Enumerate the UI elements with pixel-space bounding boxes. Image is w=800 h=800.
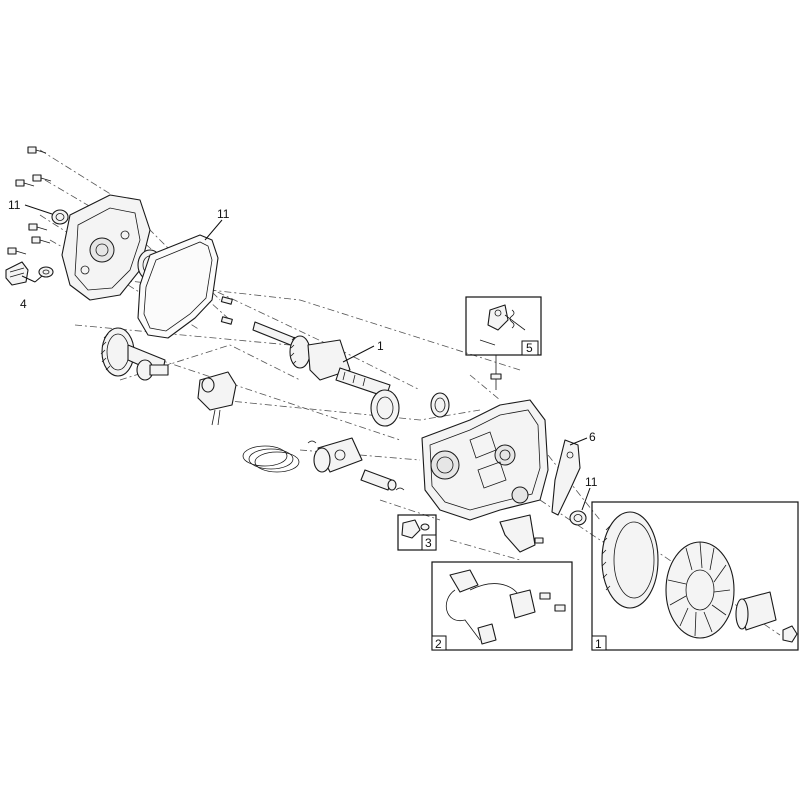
box-2-group: 2: [431, 561, 573, 651]
crankshaft: [252, 321, 391, 398]
callout-11-right: 11: [585, 475, 598, 489]
box-3-frame: [397, 514, 437, 551]
box-5-tag: [521, 340, 539, 356]
governor: [197, 371, 237, 426]
box-1-tag: [591, 635, 607, 651]
box-1-group: 1: [591, 501, 799, 651]
box-2-label: 2: [435, 637, 442, 651]
piston: [313, 437, 363, 473]
bracket: [499, 514, 544, 553]
box-5-group: 5: [465, 296, 542, 356]
wrist-pin: [307, 440, 405, 491]
callouts: 11 11 4 1 6 11: [8, 198, 598, 511]
camshaft: [100, 327, 169, 381]
box-3-tag: [421, 534, 437, 551]
box-1-label: 1: [595, 637, 602, 651]
box-5-frame: [465, 296, 542, 356]
box-1-frame: [591, 501, 799, 651]
oil-filler-cap: [5, 261, 54, 286]
oil-seal-left: [51, 209, 69, 225]
box-2-tag: [431, 635, 447, 651]
box-3-group: 3: [397, 514, 437, 551]
governor-rod: [490, 355, 502, 390]
dowel-pins: [220, 296, 233, 325]
cover-bolts: [7, 146, 52, 255]
piston-rings: [242, 445, 300, 473]
callout-6: 6: [589, 430, 596, 444]
main-bearing: [370, 389, 400, 427]
side-plate: [551, 439, 581, 516]
gasket: [137, 234, 219, 339]
crankcase-cover: [61, 194, 151, 301]
engine-block: [421, 392, 549, 521]
callout-11-left: 11: [8, 198, 21, 212]
callout-11-gasket: 11: [217, 207, 230, 221]
callout-1: 1: [377, 339, 384, 353]
box-3-label: 3: [425, 536, 432, 550]
box-2-frame: [431, 561, 573, 651]
callout-4: 4: [20, 297, 27, 311]
alignment-lines: [39, 149, 781, 636]
oil-seal-right: [569, 510, 587, 526]
box-5-label: 5: [526, 341, 533, 355]
